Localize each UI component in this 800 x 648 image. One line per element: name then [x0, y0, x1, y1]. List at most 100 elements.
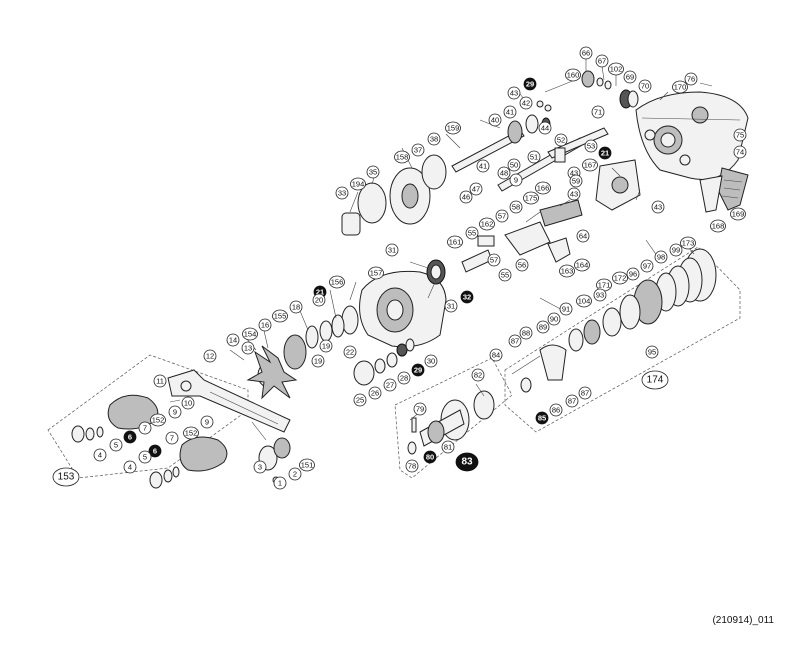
- part-number-text: 16: [261, 321, 269, 330]
- part-number-text: 172: [614, 274, 627, 283]
- part-label-16: 16: [258, 318, 272, 332]
- part-number-text: 20: [315, 296, 323, 305]
- part-label-9: 9: [168, 405, 182, 419]
- part-label-152: 152: [183, 426, 199, 440]
- part-label-84: 84: [489, 348, 503, 362]
- part-number-text: 95: [648, 348, 656, 357]
- part-number-text: 175: [525, 194, 538, 203]
- part-number-text: 96: [629, 270, 637, 279]
- part-number-text: 35: [369, 168, 377, 177]
- part-label-152: 152: [150, 413, 166, 427]
- part-label-13: 13: [241, 341, 255, 355]
- part-label-172: 172: [612, 271, 628, 285]
- part-label-18: 18: [289, 300, 303, 314]
- part-number-text: 44: [541, 124, 549, 133]
- part-number-text: 159: [447, 124, 460, 133]
- part-number-text: 50: [510, 161, 518, 170]
- part-number-text: 152: [185, 429, 198, 438]
- part-label-85: 85: [535, 411, 549, 425]
- part-label-2: 2: [288, 467, 302, 481]
- part-number-text: 18: [292, 303, 300, 312]
- part-number-text: 25: [356, 396, 364, 405]
- part-label-7: 7: [138, 421, 152, 435]
- part-number-text: 160: [567, 71, 580, 80]
- part-number-text: 97: [643, 262, 651, 271]
- part-number-text: 84: [492, 351, 500, 360]
- part-number-text: 99: [672, 246, 680, 255]
- group-label-153: 153: [52, 467, 80, 487]
- part-number-text: 51: [530, 153, 538, 162]
- part-number-text: 81: [444, 443, 452, 452]
- part-label-6: 6: [148, 444, 162, 458]
- part-label-29: 29: [523, 77, 537, 91]
- part-number-text: 89: [539, 323, 547, 332]
- part-label-58: 58: [509, 200, 523, 214]
- part-label-59: 59: [569, 174, 583, 188]
- part-number-text: 164: [576, 261, 589, 270]
- part-label-19: 19: [319, 339, 333, 353]
- part-number-text: 31: [447, 302, 455, 311]
- part-label-11: 11: [153, 374, 167, 388]
- part-label-21: 21: [598, 146, 612, 160]
- part-label-160: 160: [565, 68, 581, 82]
- part-label-80: 80: [423, 450, 437, 464]
- part-number-text: 2: [293, 470, 297, 479]
- part-label-7: 7: [165, 431, 179, 445]
- part-number-text: 78: [408, 462, 416, 471]
- part-number-text: 4: [98, 451, 102, 460]
- part-label-168: 168: [710, 219, 726, 233]
- part-number-text: 43: [570, 190, 578, 199]
- part-label-40: 40: [488, 113, 502, 127]
- part-label-38: 38: [427, 132, 441, 146]
- part-number-text: 43: [570, 169, 578, 178]
- part-number-text: 5: [114, 441, 118, 450]
- part-label-20: 20: [312, 293, 326, 307]
- part-label-31: 31: [385, 243, 399, 257]
- part-label-33: 33: [335, 186, 349, 200]
- part-number-text: 46: [462, 193, 470, 202]
- part-number-text: 161: [449, 238, 462, 247]
- part-label-14: 14: [226, 333, 240, 347]
- part-number-text: 55: [501, 271, 509, 280]
- part-label-93: 93: [593, 288, 607, 302]
- part-number-text: 37: [414, 146, 422, 155]
- part-number-text: 166: [537, 184, 550, 193]
- part-number-text: 6: [153, 447, 157, 456]
- main-gear-set: [341, 154, 447, 236]
- right-side-parts: [699, 167, 749, 213]
- part-label-87: 87: [565, 394, 579, 408]
- part-label-78: 78: [405, 459, 419, 473]
- part-number-text: 59: [572, 177, 580, 186]
- part-label-175: 175: [523, 191, 539, 205]
- part-number-text: 9: [205, 418, 209, 427]
- part-label-5: 5: [109, 438, 123, 452]
- part-number-text: 102: [610, 65, 623, 74]
- part-label-28: 28: [397, 371, 411, 385]
- part-number-text: 56: [518, 261, 526, 270]
- part-label-4: 4: [93, 448, 107, 462]
- part-label-64: 64: [576, 229, 590, 243]
- part-label-173: 173: [680, 236, 696, 250]
- handle-arm: [167, 369, 291, 433]
- part-number-text: 5: [143, 453, 147, 462]
- part-number-text: 91: [562, 305, 570, 314]
- part-number-text: 26: [371, 389, 379, 398]
- part-number-text: 67: [598, 57, 606, 66]
- part-label-31: 31: [444, 299, 458, 313]
- part-label-76: 76: [684, 72, 698, 86]
- part-number-text: 52: [557, 136, 565, 145]
- part-number-text: 3: [258, 463, 262, 472]
- part-label-55: 55: [498, 268, 512, 282]
- part-number-text: 162: [481, 220, 494, 229]
- part-label-89: 89: [536, 320, 550, 334]
- part-label-37: 37: [411, 143, 425, 157]
- part-label-154: 154: [242, 327, 258, 341]
- star-drag: [246, 345, 298, 400]
- part-number-text: 163: [561, 267, 574, 276]
- part-label-170: 170: [672, 80, 688, 94]
- brake-assembly: [520, 248, 717, 393]
- part-label-35: 35: [366, 165, 380, 179]
- handle-knob-lower: [149, 436, 228, 489]
- part-number-text: 21: [316, 288, 324, 297]
